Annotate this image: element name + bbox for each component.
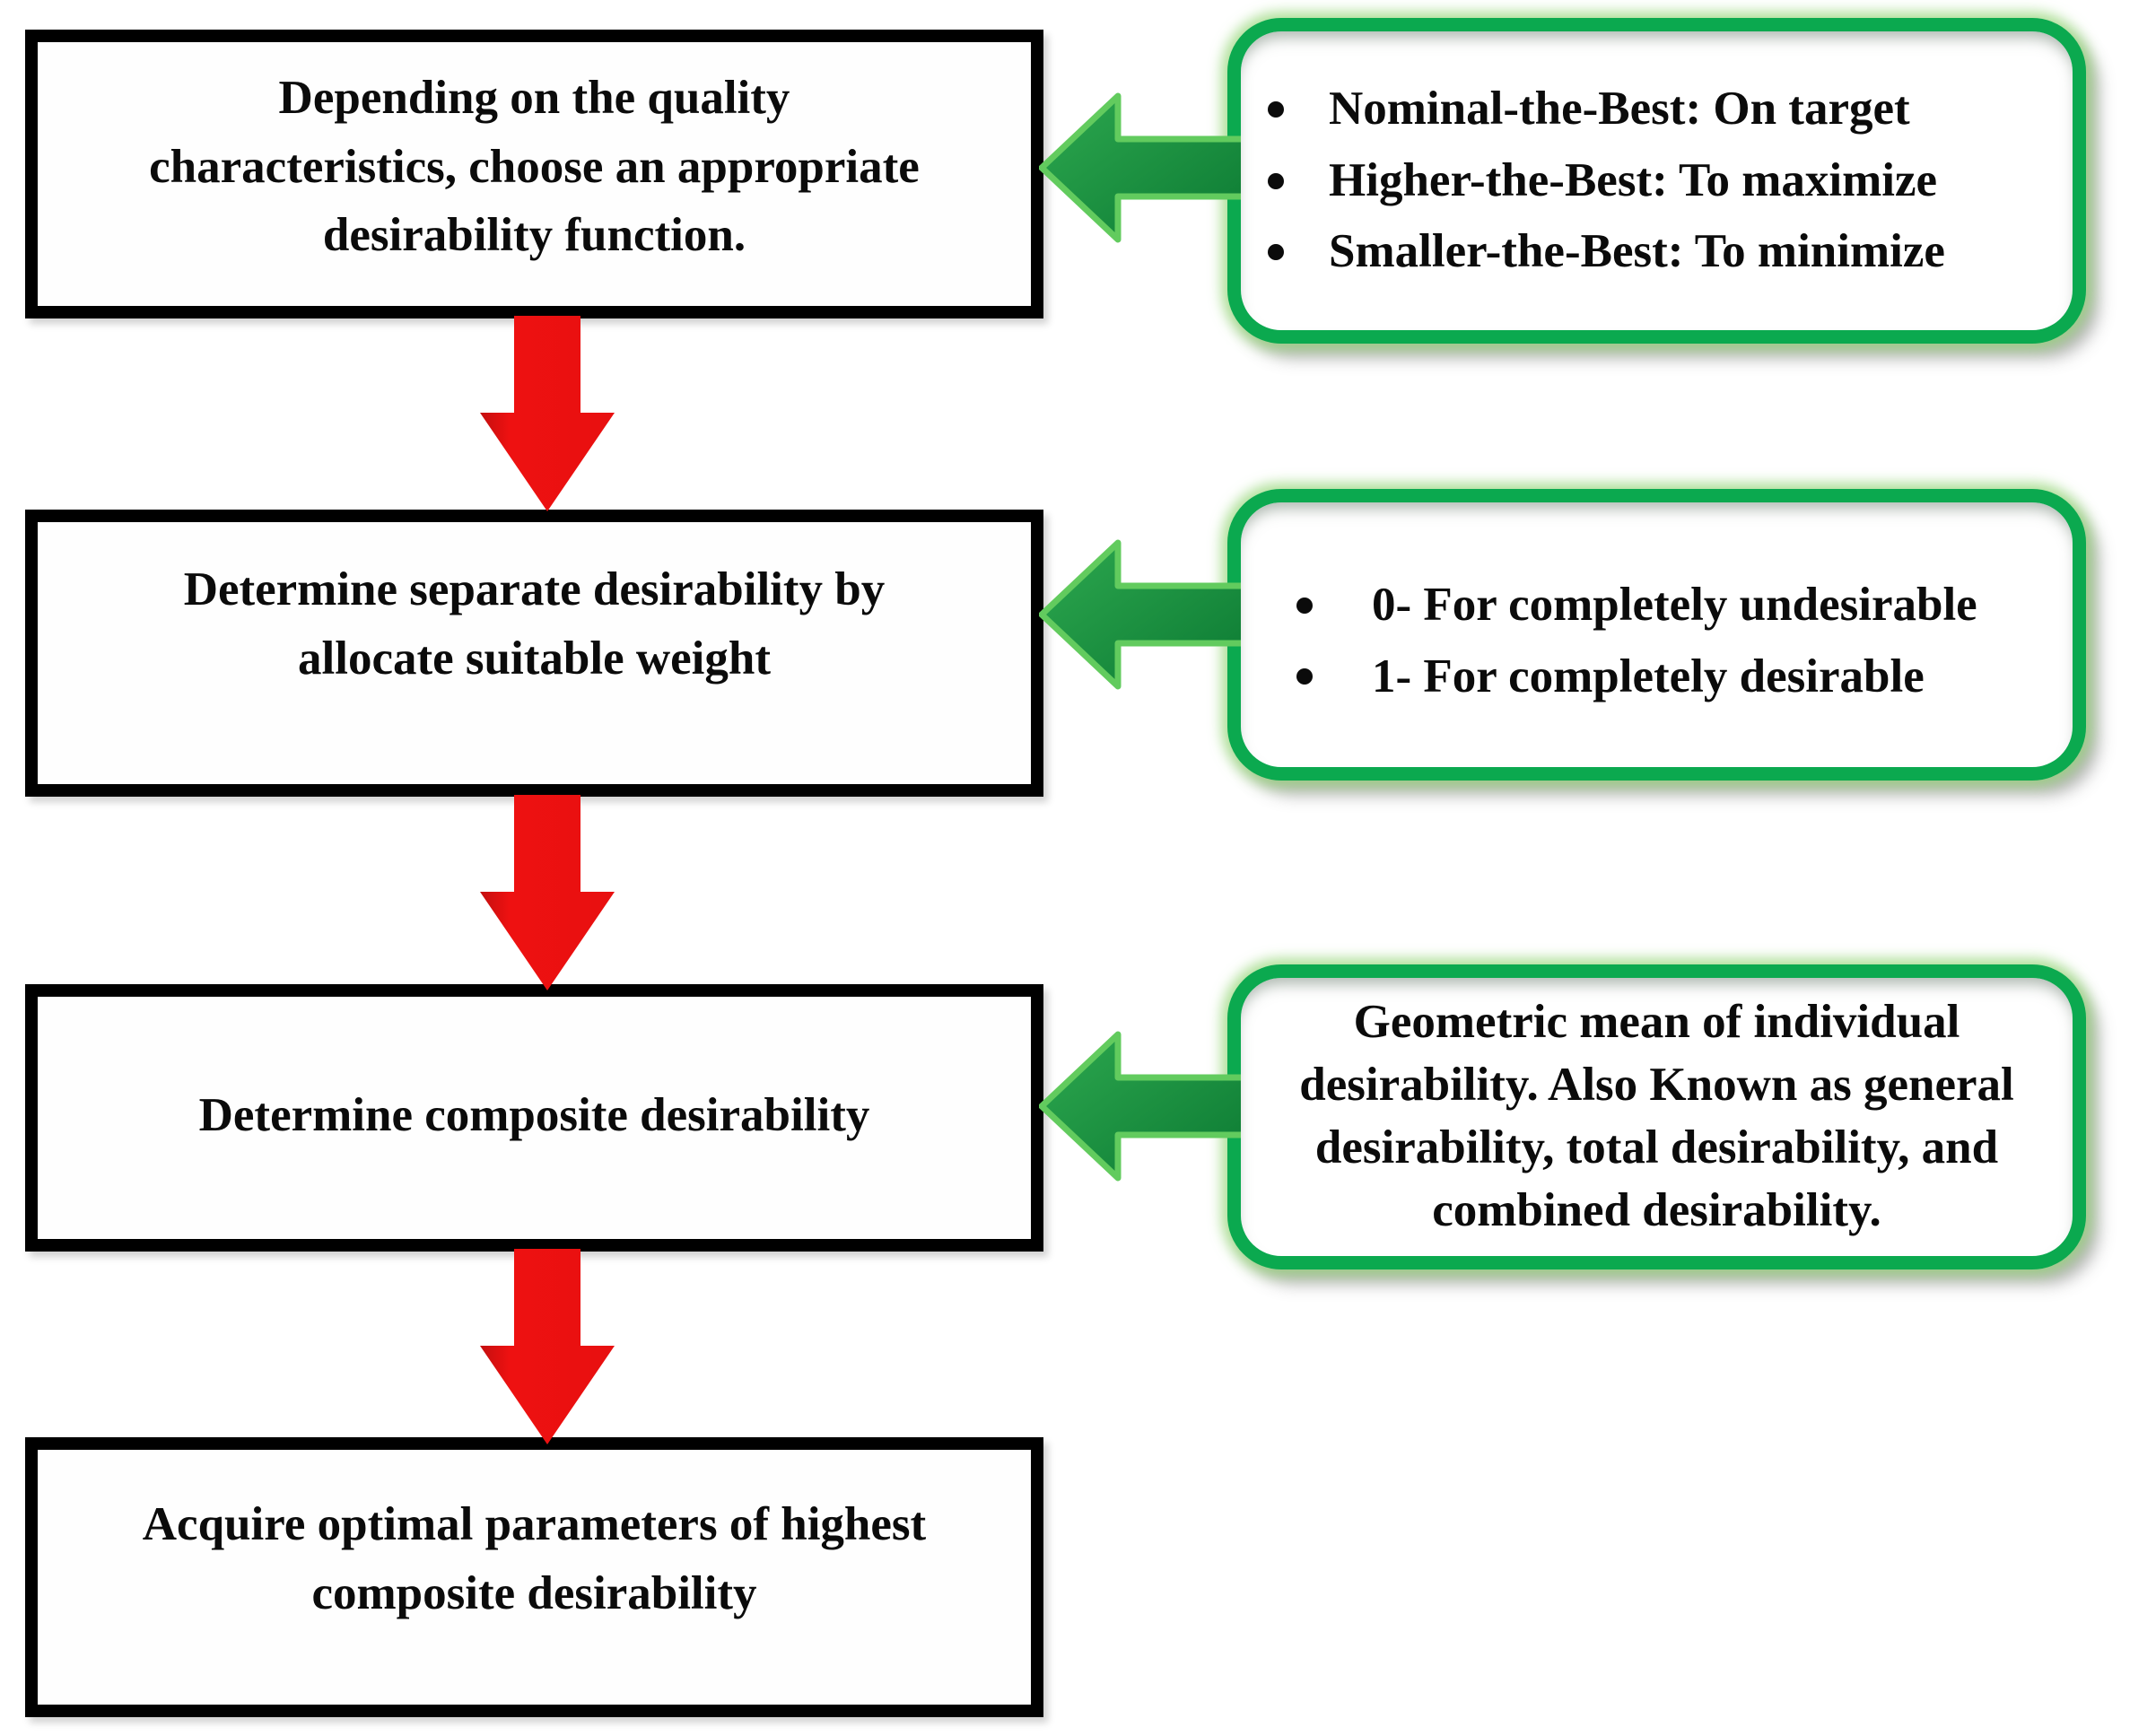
red-down-arrow-icon	[480, 795, 615, 990]
bullet-item: Nominal-the-Best: On target	[1268, 74, 2055, 145]
bullet-text: 1- For completely desirable	[1372, 650, 1925, 702]
callout-box-function-types: Nominal-the-Best: On target Higher-the-B…	[1227, 18, 2086, 344]
step-text-line: characteristics, choose an appropriate	[149, 140, 920, 193]
callout-text-line: combined desirability.	[1432, 1183, 1881, 1236]
callout-box-geometric-mean: Geometric mean of individual desirabilit…	[1227, 964, 2086, 1269]
step-box-separate-desirability: Determine separate desirability by alloc…	[25, 510, 1043, 797]
bullet-text: 0- For completely undesirable	[1372, 579, 1977, 631]
bullet-item: Higher-the-Best: To maximize	[1268, 145, 2055, 217]
step-text-line: desirability function.	[322, 209, 746, 262]
bullet-dot-icon	[1268, 244, 1284, 260]
red-down-arrow-icon	[480, 1249, 615, 1444]
green-left-arrow-icon	[1039, 539, 1241, 690]
step-text-line: allocate suitable weight	[298, 632, 771, 685]
step-text-line: composite desirability	[311, 1567, 757, 1619]
callout-text-line: desirability, total desirability, and	[1314, 1121, 1999, 1173]
bullet-item: 1- For completely desirable	[1296, 641, 2055, 713]
callout-box-desirability-scale: 0- For completely undesirable 1- For com…	[1227, 489, 2086, 781]
bullet-dot-icon	[1296, 668, 1313, 685]
callout-text-line: desirability. Also Known as general	[1299, 1059, 2014, 1112]
step-box-choose-function: Depending on the quality characteristics…	[25, 30, 1043, 318]
step-box-composite-desirability: Determine composite desirability	[25, 984, 1043, 1252]
bullet-dot-icon	[1268, 172, 1284, 189]
step-text-line: Depending on the quality	[278, 71, 790, 124]
bullet-text: Higher-the-Best: To maximize	[1329, 153, 1938, 206]
step-text-line: Acquire optimal parameters of highest	[142, 1498, 927, 1551]
green-left-arrow-icon	[1039, 92, 1241, 243]
step-text-line: Determine separate desirability by	[183, 563, 886, 616]
step-box-optimal-parameters: Acquire optimal parameters of highest co…	[25, 1437, 1043, 1717]
callout-text-line: Geometric mean of individual	[1353, 996, 1960, 1049]
red-down-arrow-icon	[480, 316, 615, 511]
bullet-text: Nominal-the-Best: On target	[1329, 83, 1910, 135]
bullet-text: Smaller-the-Best: To minimize	[1329, 225, 1945, 278]
bullet-dot-icon	[1268, 101, 1284, 118]
bullet-item: 0- For completely undesirable	[1296, 570, 2055, 641]
bullet-dot-icon	[1296, 597, 1313, 614]
bullet-item: Smaller-the-Best: To minimize	[1268, 216, 2055, 288]
green-left-arrow-icon	[1039, 1031, 1241, 1182]
step-text-line: Determine composite desirability	[198, 1088, 870, 1141]
